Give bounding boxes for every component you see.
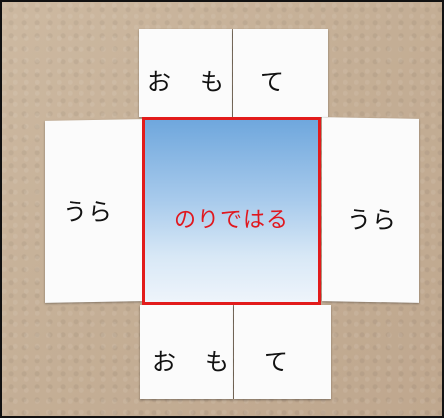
right-flap-label: うら (347, 206, 397, 234)
center-panel-label: のりではる (173, 208, 289, 233)
bottom-flap-left (140, 305, 233, 399)
top-fold-line (232, 29, 233, 117)
top-char-1: お (147, 68, 172, 96)
center-glue-panel: のりではる (142, 117, 321, 305)
bottom-char-2: も (205, 348, 230, 376)
top-char-3: て (260, 68, 285, 96)
top-flap-left (139, 29, 232, 117)
bottom-char-1: お (152, 348, 177, 376)
left-flap-label: うら (63, 198, 113, 226)
top-char-2: も (200, 68, 225, 96)
bottom-char-3: て (264, 348, 289, 376)
bottom-fold-line (233, 305, 234, 399)
top-flap-right (233, 29, 328, 117)
bottom-flap-right (234, 305, 331, 399)
